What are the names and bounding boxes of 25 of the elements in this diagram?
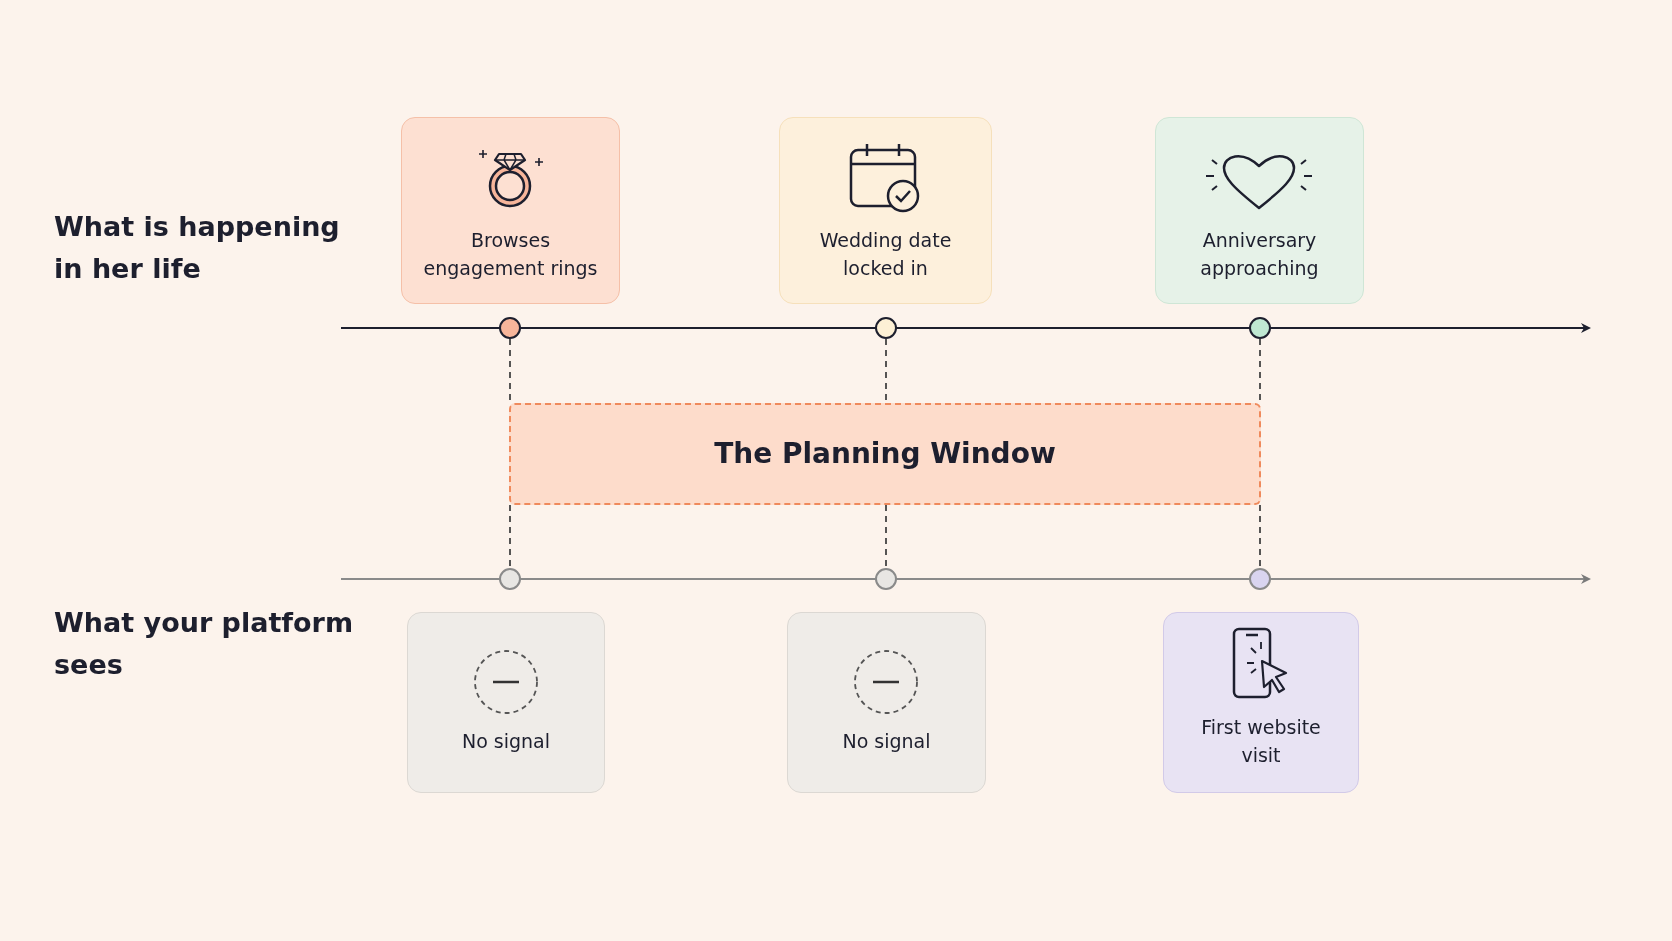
timeline-marker bbox=[499, 317, 521, 339]
dashed-connector bbox=[885, 504, 887, 569]
row-heading: What your platform sees bbox=[54, 606, 354, 682]
event-card bbox=[401, 117, 620, 304]
event-card bbox=[407, 612, 605, 793]
event-card bbox=[787, 612, 986, 793]
card-text: Browses engagement rings bbox=[422, 228, 599, 281]
window-band bbox=[509, 403, 1261, 505]
row-heading: What is happening in her life bbox=[54, 210, 341, 286]
band-title: The Planning Window bbox=[713, 437, 1057, 470]
timeline-marker bbox=[875, 568, 897, 590]
timeline-marker bbox=[1249, 568, 1271, 590]
card-text: First website visit bbox=[1200, 715, 1322, 768]
card-text: No signal bbox=[841, 729, 932, 754]
timeline-marker bbox=[875, 317, 897, 339]
card-text: Anniversary approaching bbox=[1199, 228, 1320, 281]
timeline-marker bbox=[1249, 317, 1271, 339]
event-card bbox=[1155, 117, 1364, 304]
timeline-marker bbox=[499, 568, 521, 590]
event-card bbox=[1163, 612, 1359, 793]
dashed-connector bbox=[509, 504, 511, 569]
event-card bbox=[779, 117, 992, 304]
card-text: Wedding date locked in bbox=[818, 228, 953, 281]
dashed-connector bbox=[1259, 504, 1261, 569]
card-text: No signal bbox=[460, 729, 552, 754]
